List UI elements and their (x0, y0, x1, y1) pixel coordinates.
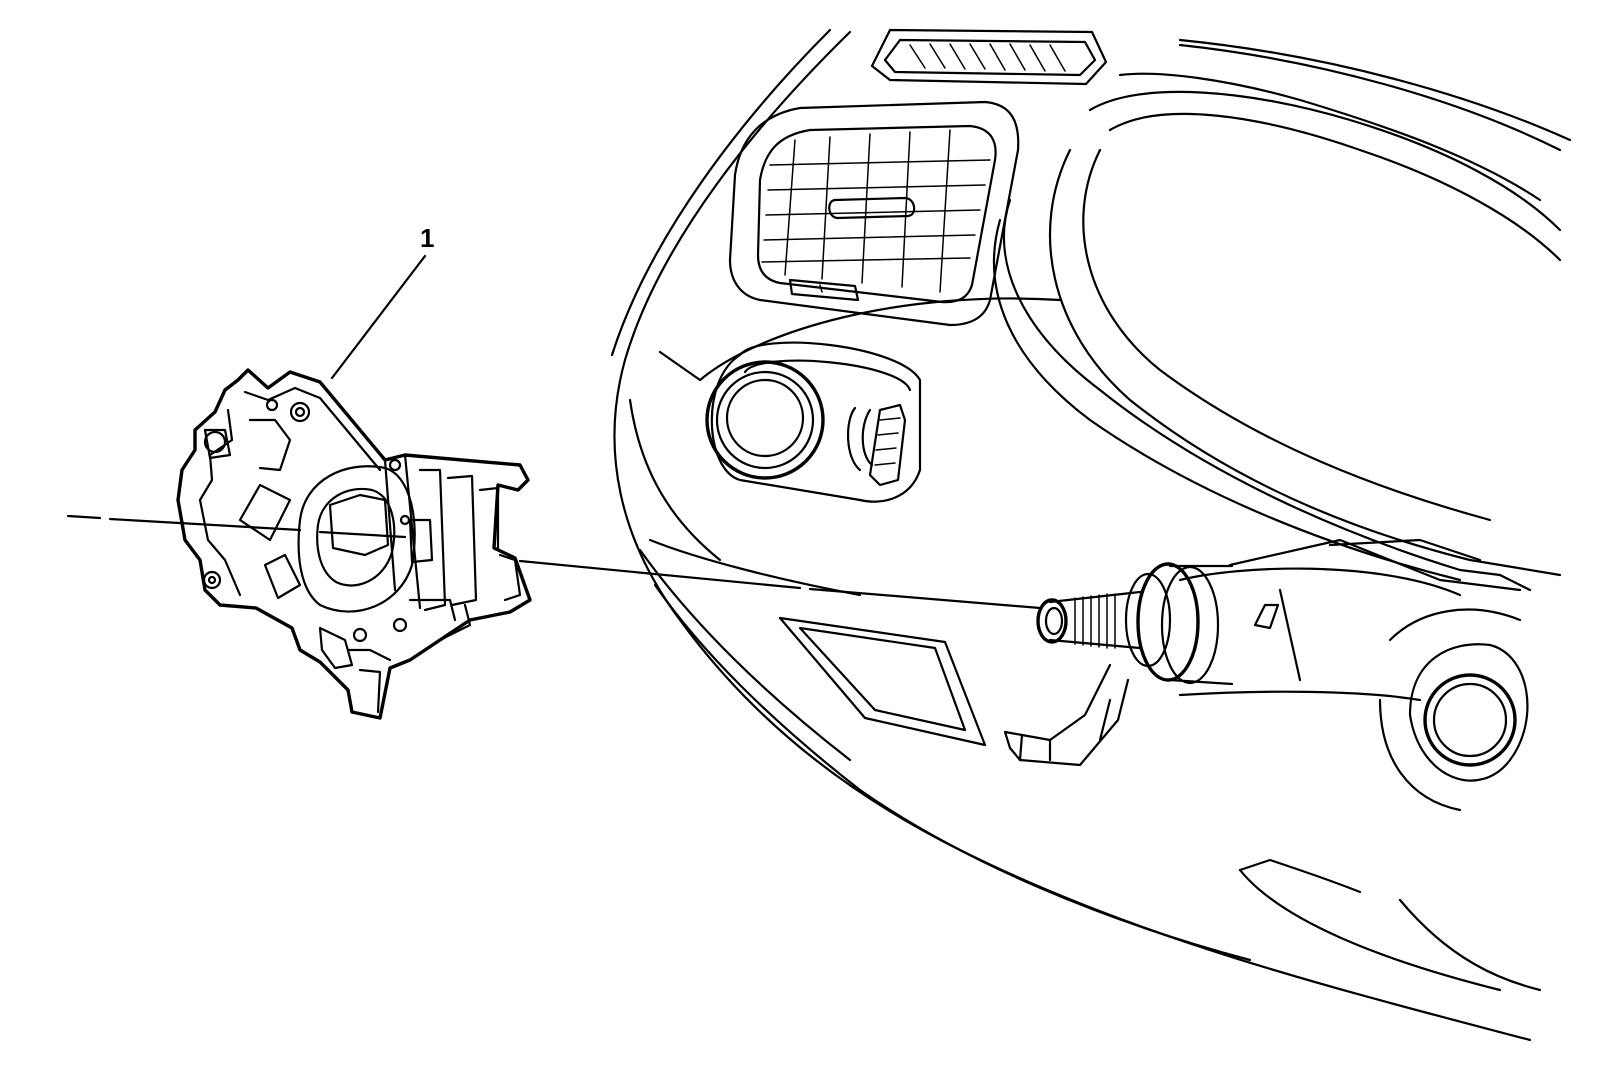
steering-column (1003, 538, 1522, 767)
instrument-panel (610, 28, 1572, 1042)
headlamp-switch (705, 341, 922, 503)
steering-column-module (176, 368, 532, 720)
side-air-vent (1378, 608, 1529, 812)
knee-bolster-opening (778, 616, 987, 747)
callout-1: 1 (330, 223, 434, 380)
callout-leader-line (330, 254, 427, 380)
callout-label: 1 (420, 223, 434, 253)
assembly-centerline (66, 514, 1042, 610)
instrument-cluster-bezel (992, 72, 1562, 592)
center-air-vent (728, 100, 1020, 327)
defroster-vent (870, 28, 1108, 86)
